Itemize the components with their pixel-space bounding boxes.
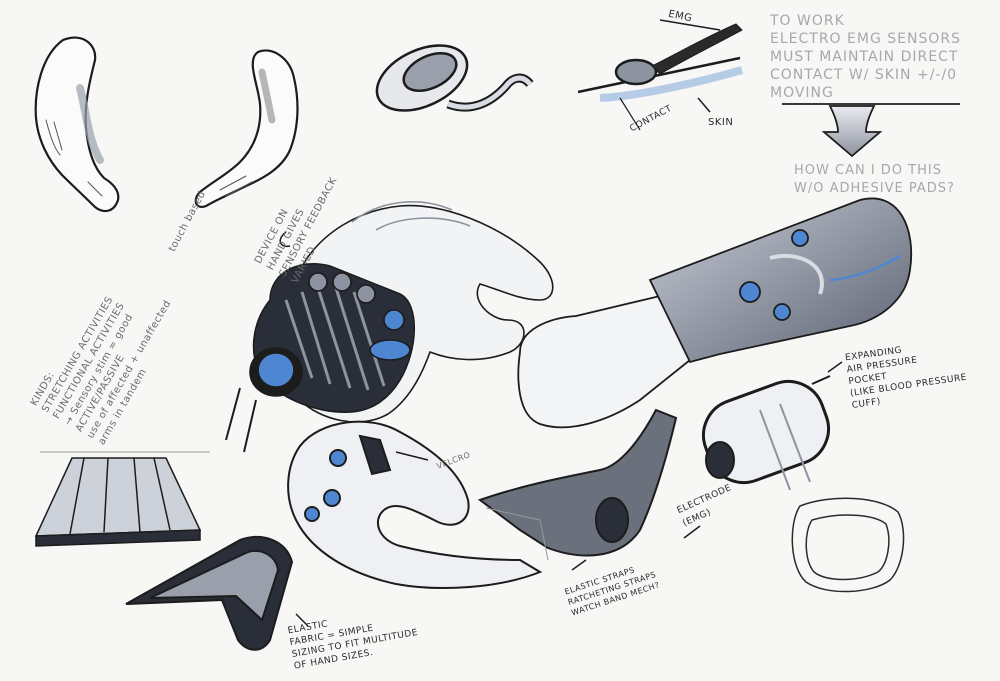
strip-pad-sketch (34, 451, 210, 547)
down-arrow (782, 103, 960, 158)
adhesive-question-note: HOW CAN I DO THIS W/O ADHESIVE PADS? (794, 163, 955, 196)
to-work-note: TO WORK ELECTRO EMG SENSORS MUST MAINTAI… (770, 13, 961, 101)
air-pocket-capsule (702, 375, 831, 491)
brace-sketch (287, 408, 678, 589)
elastic-fabric-piece (125, 536, 294, 651)
guide-strokes (279, 231, 843, 627)
forearm-sleeve-sketch (517, 197, 913, 429)
arm-sketch-bent (194, 49, 299, 208)
sensor-cup-sketch (375, 44, 534, 112)
hand-with-glove-sketch (225, 201, 554, 453)
skin-note: SKIN (708, 117, 734, 128)
wire-ring-sketch (791, 497, 905, 593)
emg-contact-diagram (577, 19, 744, 131)
arm-sketch-left (34, 36, 120, 213)
